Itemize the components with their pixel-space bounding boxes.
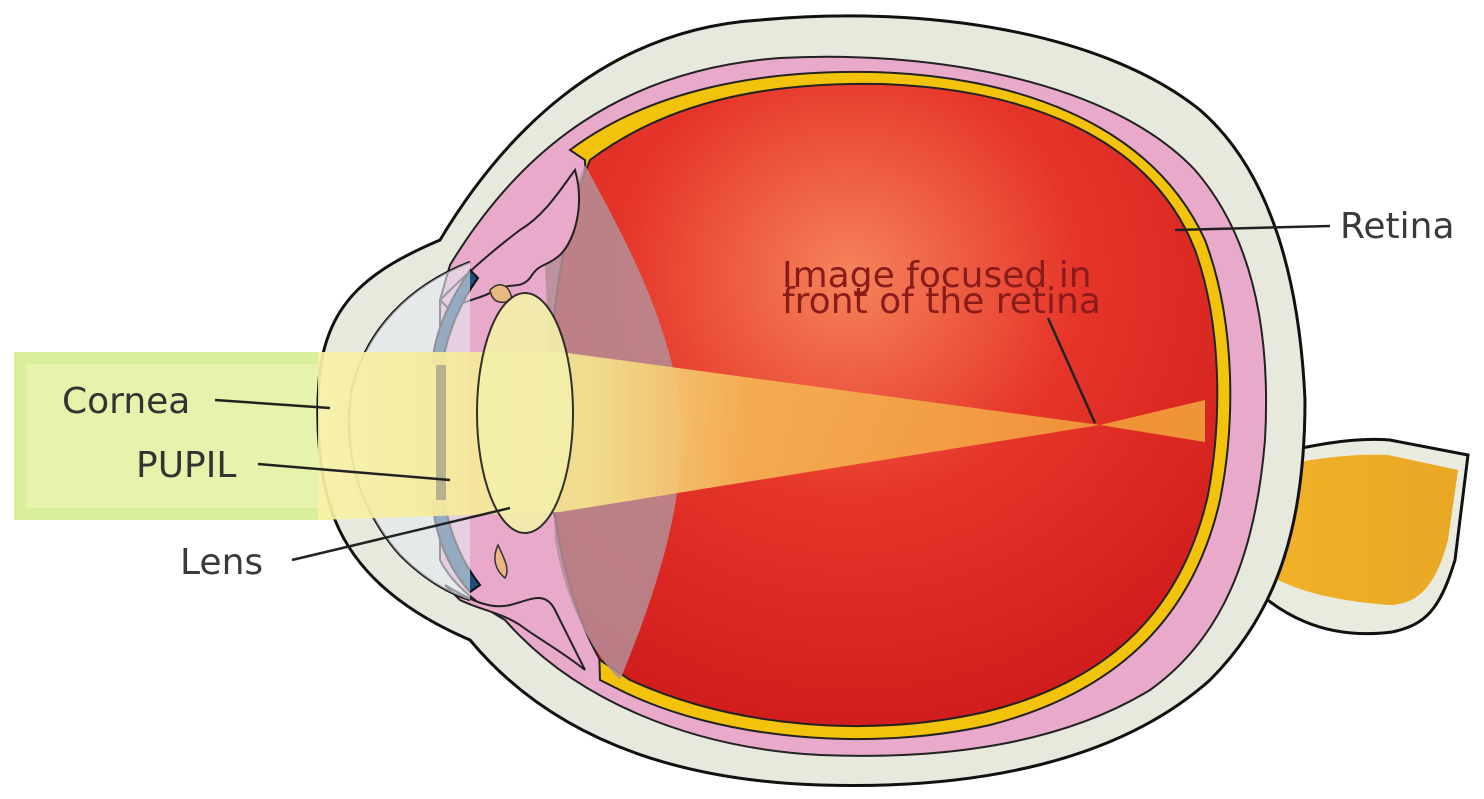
cornea-label: Cornea bbox=[62, 381, 190, 422]
pupil-label: PUPIL bbox=[136, 445, 236, 486]
lens-label: Lens bbox=[180, 542, 263, 583]
lens bbox=[477, 293, 573, 533]
retina-label: Retina bbox=[1340, 206, 1455, 247]
focus-label-line2: front of the retina bbox=[782, 281, 1101, 322]
